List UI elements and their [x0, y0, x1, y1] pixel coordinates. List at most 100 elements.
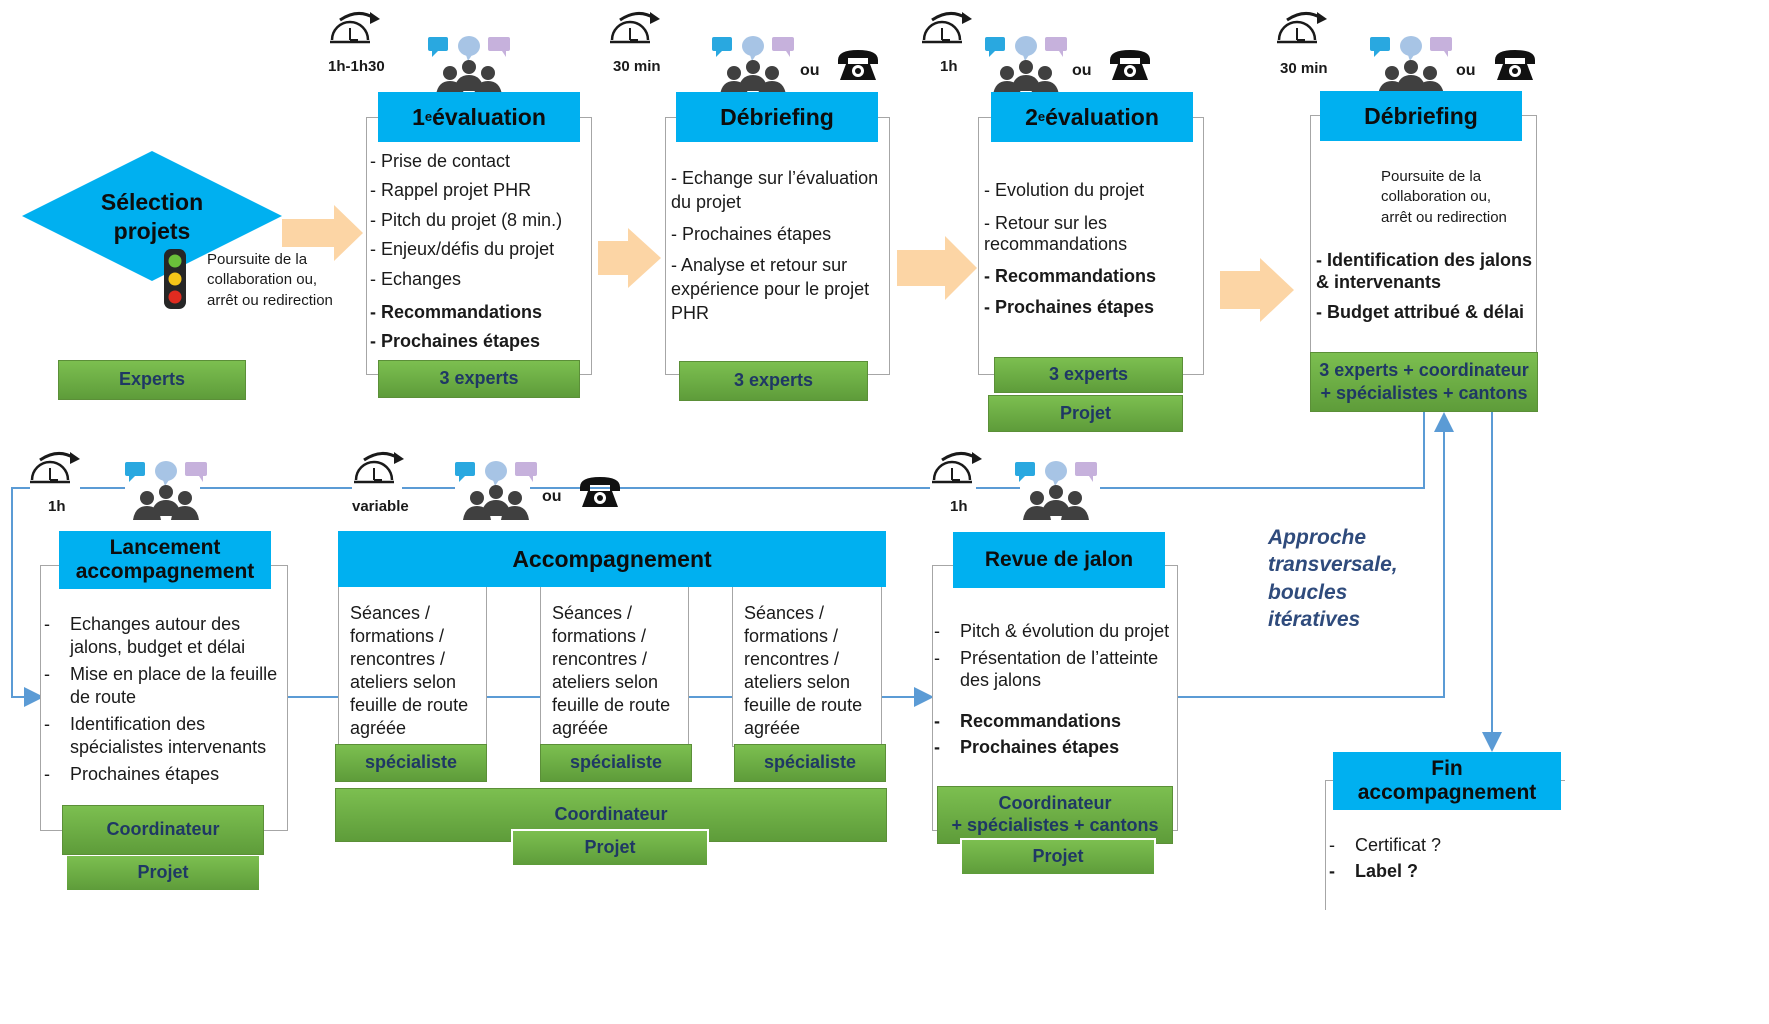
support-col-2	[540, 587, 689, 747]
clock-icon	[28, 450, 82, 484]
group-icon	[455, 461, 537, 520]
list-item: - Evolution du projet	[984, 180, 1145, 200]
launch-items: -Echanges autour des jalons, budget et d…	[44, 613, 284, 790]
group-icon	[428, 36, 510, 95]
list-item: -Mise en place de la feuille de route	[44, 664, 278, 708]
flow-arrow-3	[897, 236, 977, 300]
list-item: - Prise de contact	[370, 151, 511, 171]
group-icon	[712, 36, 794, 95]
session-text: Séances /formations /rencontres /atelier…	[350, 603, 469, 739]
selection-diamond	[22, 151, 282, 281]
eval2-footer-project: Projet	[988, 395, 1183, 432]
list-item: - Prochaines étapes	[984, 296, 1155, 317]
eval2-items: - Evolution du projet - Retour sur les r…	[984, 180, 1200, 324]
phone-icon	[580, 477, 620, 507]
list-item: -Identification des spécialistes interve…	[44, 714, 267, 758]
clock-icon	[328, 10, 382, 44]
clock-icon	[608, 10, 662, 44]
list-item: - Pitch du projet (8 min.)	[370, 209, 563, 230]
list-item: -Pitch & évolution du projet	[934, 621, 1170, 641]
specialist-footer: spécialiste	[734, 744, 886, 782]
milestone-footer-coordinator: Coordinateur + spécialistes + cantons	[937, 786, 1173, 844]
clock-icon	[352, 450, 406, 484]
eval1-items: - Prise de contact - Rappel projet PHR -…	[370, 150, 592, 360]
duration-label: 30 min	[613, 58, 661, 75]
launch-footer-coordinator: Coordinateur	[62, 805, 264, 855]
or-label: ou	[800, 62, 820, 79]
list-item: - Rappel projet PHR	[370, 180, 532, 201]
connector-lines	[11, 412, 1502, 752]
list-item: - Budget attribué & délai	[1316, 301, 1525, 322]
experts-footer: Experts	[58, 360, 246, 400]
duration-label: 1h	[950, 498, 968, 515]
clock-icon	[920, 10, 974, 44]
clock-icon	[1275, 10, 1329, 44]
list-item: -Certificat ?	[1329, 835, 1442, 855]
traffic-light-icon	[164, 249, 186, 309]
duration-label: 30 min	[1280, 60, 1328, 77]
selection-title: Sélection projets	[100, 189, 204, 244]
launch-footer-project: Projet	[66, 855, 260, 891]
group-icon	[985, 36, 1067, 95]
specialist-footer: spécialiste	[335, 744, 487, 782]
group-icon	[125, 461, 207, 520]
debrief2-footer: 3 experts + coordinateur + spécialistes …	[1310, 352, 1538, 412]
or-label: ou	[542, 488, 562, 505]
duration-label: 1h	[940, 58, 958, 75]
support-footer-project: Projet	[511, 829, 709, 867]
milestone-footer-project: Projet	[960, 838, 1156, 876]
list-item: -Prochaines étapes	[934, 737, 1120, 757]
debrief2-header: Débriefing	[1320, 91, 1522, 141]
list-item: -Echanges autour des jalons, budget et d…	[44, 614, 246, 658]
list-item: - Echanges	[370, 268, 462, 289]
launch-header: Lancement accompagnement	[59, 531, 271, 589]
selection-note: Poursuite de la collaboration ou, arrêt …	[207, 251, 333, 309]
phone-icon	[1495, 50, 1535, 80]
end-header: Fin accompagnement	[1333, 752, 1561, 810]
end-items: -Certificat ? -Label ?	[1329, 835, 1559, 886]
phone-icon	[1110, 50, 1150, 80]
support-header: Accompagnement	[338, 531, 886, 587]
debrief1-footer: 3 experts	[679, 361, 868, 401]
eval2-footer-experts: 3 experts	[994, 357, 1183, 393]
group-icon	[1015, 461, 1097, 520]
debrief2-note: Poursuite de la collaboration ou, arrêt …	[1381, 168, 1507, 226]
list-item: - Enjeux/défis du projet	[370, 239, 555, 260]
debrief1-items: - Echange sur l’évaluation du projet - P…	[671, 167, 885, 332]
list-item: - Prochaines étapes	[671, 223, 832, 244]
flow-arrow-4	[1220, 258, 1294, 322]
list-item: - Retour sur les recommandations	[984, 213, 1128, 255]
eval1-footer: 3 experts	[378, 360, 580, 398]
list-item: -Prochaines étapes	[44, 764, 220, 785]
milestone-header: Revue de jalon	[953, 532, 1165, 588]
or-label: ou	[1072, 62, 1092, 79]
debrief2-items: - Identification des jalons & intervenan…	[1316, 250, 1534, 330]
phone-icon	[838, 50, 878, 80]
milestone-items: -Pitch & évolution du projet -Présentati…	[934, 620, 1176, 763]
group-icon	[1370, 36, 1452, 95]
flow-arrow-2	[598, 228, 661, 288]
list-item: - Identification des jalons & intervenan…	[1316, 250, 1533, 292]
list-item: -Label ?	[1329, 860, 1419, 881]
list-item: -Présentation de l’atteinte des jalons	[934, 647, 1159, 691]
specialist-footer: spécialiste	[540, 744, 692, 782]
flow-arrow-1	[282, 205, 363, 261]
or-label: ou	[1456, 62, 1476, 79]
list-item: - Recommandations	[984, 265, 1157, 286]
launch-card	[40, 565, 288, 831]
list-item: - Recommandations	[370, 301, 543, 322]
approach-note: Approche transversale, boucles itérative…	[1268, 526, 1398, 631]
list-item: -Recommandations	[934, 710, 1122, 731]
debrief2-card	[1310, 115, 1537, 375]
list-item: - Analyse et retour sur expérience pour …	[671, 255, 870, 323]
session-text: Séances /formations /rencontres /atelier…	[744, 603, 863, 739]
duration-label: 1h-1h30	[328, 58, 385, 75]
debrief1-header: Débriefing	[676, 92, 878, 142]
support-col-1	[338, 587, 487, 747]
list-item: - Echange sur l’évaluation du projet	[671, 168, 879, 212]
session-text: Séances /formations /rencontres /atelier…	[552, 603, 671, 739]
duration-label: variable	[352, 498, 409, 515]
